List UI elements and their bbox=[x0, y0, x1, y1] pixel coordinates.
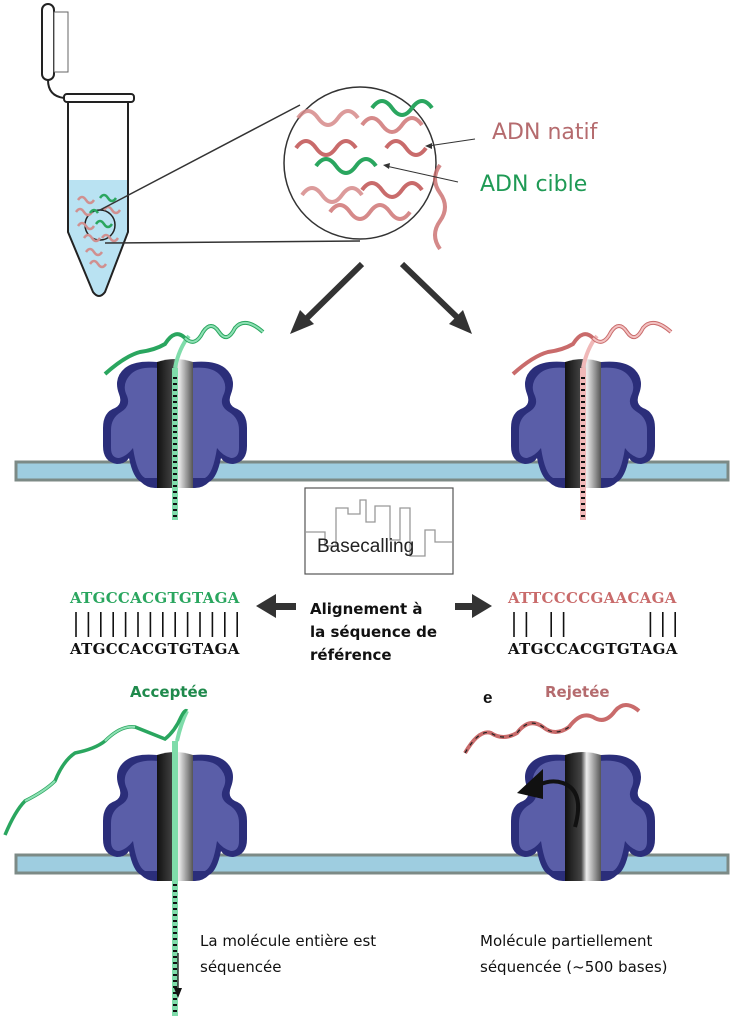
match-bars-right bbox=[513, 612, 677, 637]
alignment-arrows bbox=[256, 594, 492, 618]
target-read-sequence: ATGCCACGTGTAGA bbox=[70, 589, 240, 607]
nanopore-accepted bbox=[3, 708, 247, 1016]
magnified-view bbox=[283, 86, 476, 251]
split-arrows bbox=[290, 261, 472, 334]
panel-letter: e bbox=[483, 688, 493, 707]
caption-rejected: Molécule partiellement séquencée (~500 b… bbox=[480, 932, 668, 976]
native-read-sequence: ATTCCCCGAACAGA bbox=[508, 589, 677, 607]
basecalling-box bbox=[304, 487, 454, 575]
caption-accepted: La molécule entière est séquencée bbox=[200, 932, 377, 976]
target-dna-label: ADN cible bbox=[480, 172, 588, 197]
reference-sequence-left: ATGCCACGTGTAGA bbox=[70, 640, 240, 658]
basecalling-label: Basecalling bbox=[317, 536, 415, 557]
nanopore-rejected bbox=[463, 703, 655, 881]
reference-sequence-right: ATGCCACGTGTAGA bbox=[508, 640, 678, 658]
accepted-label: Acceptée bbox=[130, 683, 208, 701]
tube-dna-fragments bbox=[74, 193, 122, 269]
rejected-label: Rejetée bbox=[545, 683, 610, 701]
sample-tube bbox=[41, 3, 361, 297]
native-dna-label: ADN natif bbox=[492, 120, 598, 145]
nanopore-native bbox=[511, 320, 673, 520]
sequencing-direction-arrow bbox=[174, 953, 182, 998]
nanopore-target bbox=[103, 320, 265, 520]
match-bars-left bbox=[75, 612, 238, 637]
alignment-label: Alignement à la séquence de référence bbox=[310, 600, 438, 664]
